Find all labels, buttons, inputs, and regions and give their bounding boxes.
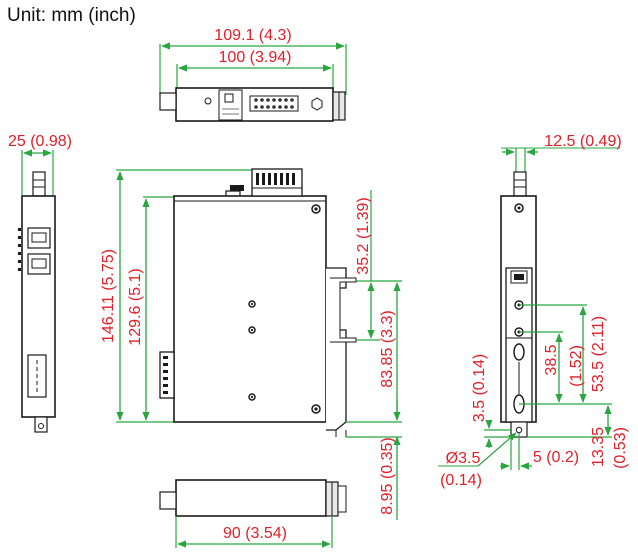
top-overall-dim-text: 109.1 (4.3)	[214, 27, 291, 44]
bottom-view-body	[175, 479, 327, 517]
top-view-terminal-pins	[254, 98, 294, 109]
front-body-dim-text: 129.6 (5.1)	[127, 268, 144, 345]
right-view-din-plate	[505, 267, 533, 423]
right-hole-b-dim-text: 53.5 (2.11)	[590, 316, 607, 392]
right-bracket-dim-text: 13.35	[590, 427, 607, 467]
left-side-view: 25 (0.98)	[8, 133, 72, 433]
hole-edge-dim-text: 5 (0.2)	[533, 449, 579, 466]
hole-diameter-leader	[477, 432, 517, 467]
top-body-dim-text: 100 (3.94)	[219, 49, 292, 66]
hole-diameter-inch-text: (0.14)	[440, 472, 482, 489]
right-hole-a-inch-text: (1.52)	[568, 345, 585, 387]
right-bottom-offset-dim-text: 3.5 (0.14)	[471, 354, 488, 422]
unit-label: Unit: mm (inch)	[7, 5, 136, 26]
front-view-terminal-pins	[256, 173, 295, 185]
front-view-body	[173, 195, 327, 423]
left-view-rj45-2	[27, 253, 51, 275]
bottom-view: 90 (3.54)	[159, 479, 347, 548]
din-span-dim-text: 83.85 (3.3)	[379, 310, 396, 387]
front-overall-dim-text: 146.11 (5.75)	[100, 249, 117, 343]
bottom-width-dim-text: 90 (3.54)	[223, 525, 287, 542]
right-top-offset-dim-text: 12.5 (0.49)	[544, 133, 621, 150]
din-upper-dim-text: 35.2 (1.39)	[355, 197, 372, 274]
front-view: 146.11 (5.75) 129.6 (5.1)	[100, 168, 402, 520]
left-view-rj45-1	[27, 227, 51, 249]
left-view-leds	[18, 228, 21, 271]
right-hole-a-dim-text: 38.5	[543, 344, 560, 375]
top-view: 109.1 (4.3) 100 (3.94)	[159, 27, 347, 122]
right-bracket-inch-text: (0.53)	[612, 427, 629, 469]
left-depth-dim-text: 25 (0.98)	[8, 133, 72, 150]
din-lower-dim-text: 8.95 (0.35)	[379, 437, 396, 514]
front-view-screws	[311, 204, 321, 414]
hole-diameter-text: Ø3.5	[446, 450, 481, 467]
right-side-view: 12.5 (0.49) 38.5 (1	[438, 133, 629, 489]
